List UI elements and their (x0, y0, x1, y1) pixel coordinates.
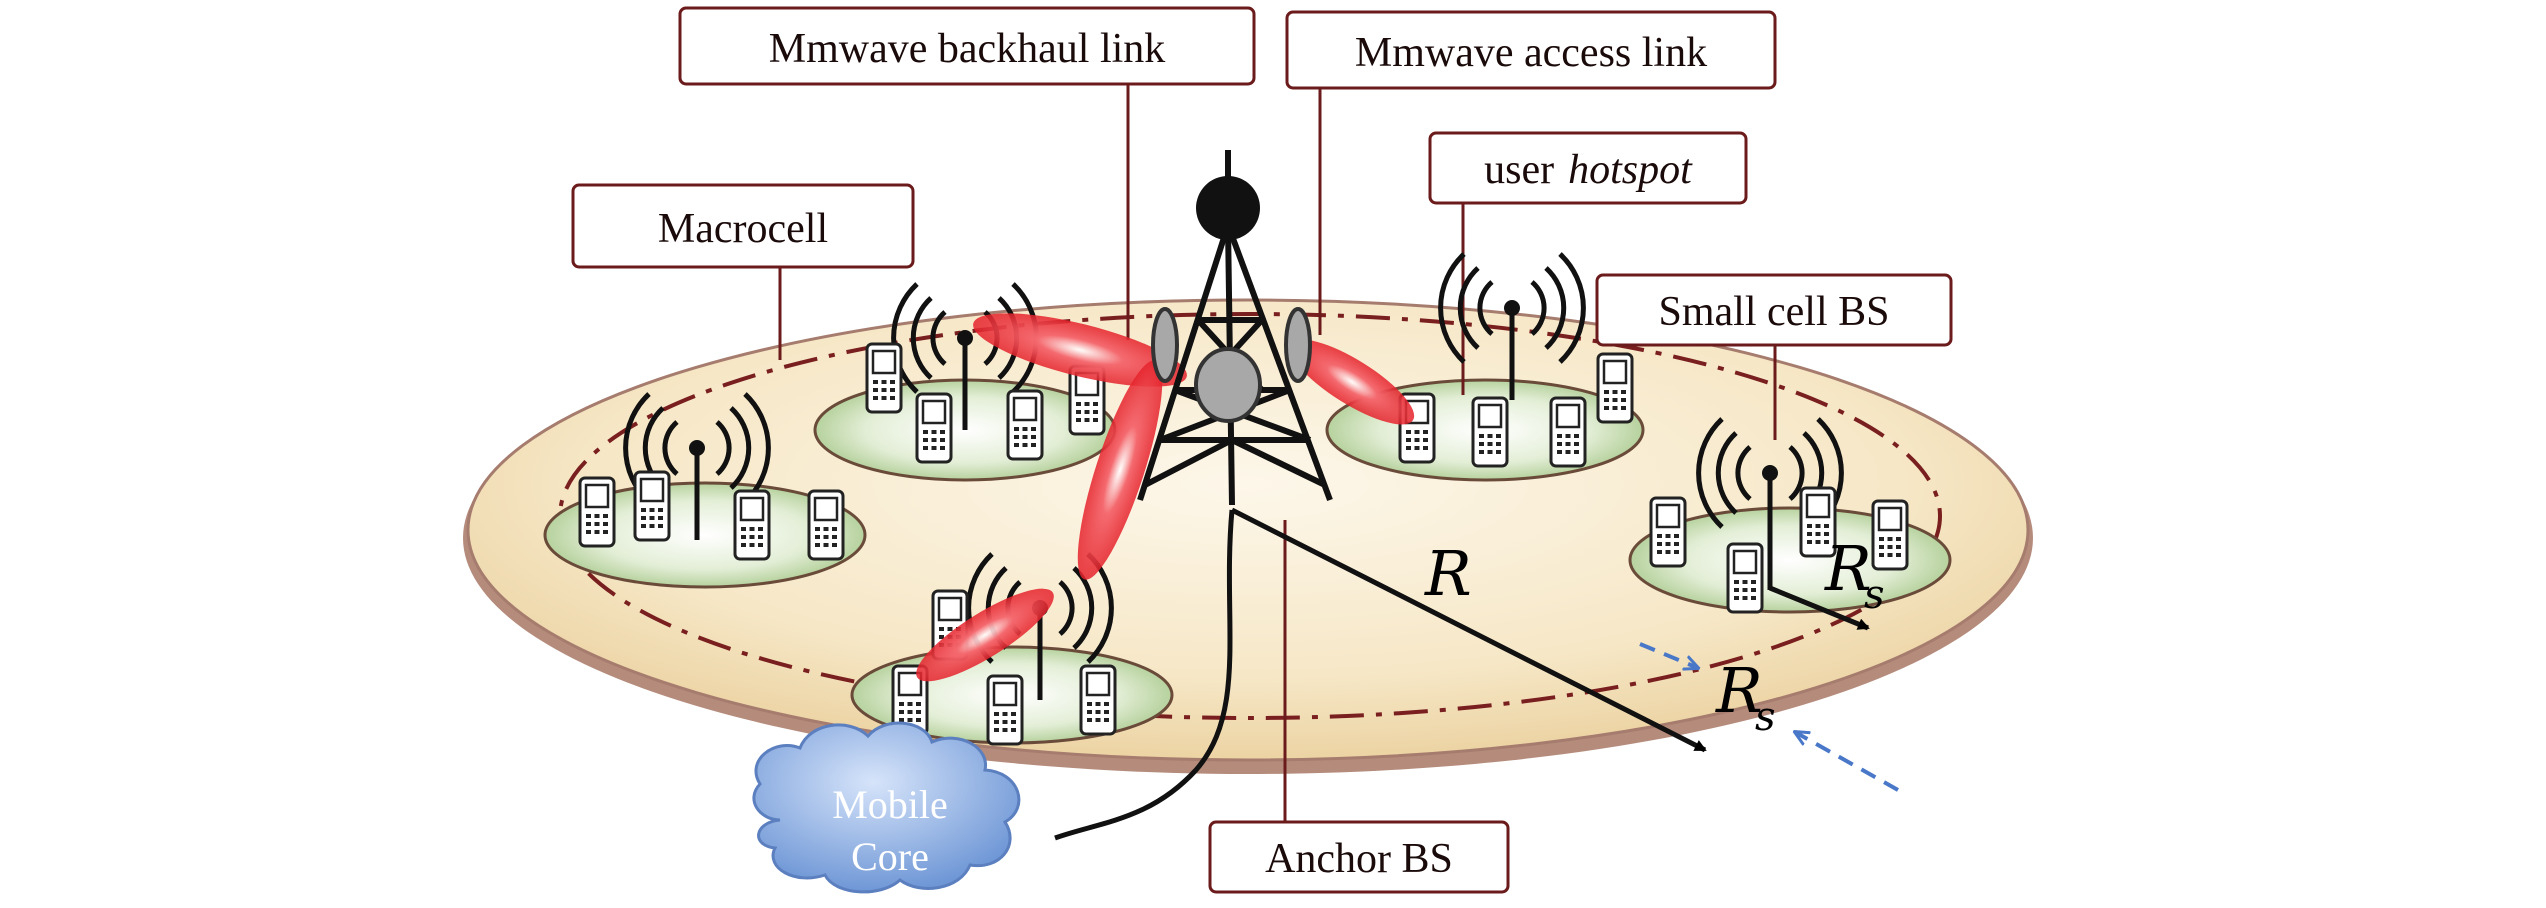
small-radius-label-upper: R s (1824, 532, 1885, 618)
tower-top-icon (1196, 176, 1260, 240)
phone-icon (1079, 664, 1117, 736)
beam-backhaul-lower (916, 588, 1054, 682)
dash-dot-ring (558, 312, 1942, 720)
phone-icon (633, 470, 671, 542)
radius-arrow (1230, 507, 1707, 753)
phone-icon (1006, 389, 1044, 461)
svg-text:R: R (1824, 532, 1872, 605)
tower-dish-right-icon (1284, 307, 1312, 383)
beam-backhaul-top (973, 313, 1187, 387)
hotspot-left (543, 481, 867, 589)
label-smallcell: Small cell BS (1595, 273, 1953, 347)
beam-backhaul-bottom (1077, 360, 1163, 580)
phone-icon (578, 476, 616, 548)
hotspot-right (1628, 506, 1952, 614)
beam-access (1289, 339, 1415, 425)
label-backhaul: Mmwave backhaul link (678, 6, 1256, 86)
small-radius-label-lower: R s (1715, 654, 1776, 740)
tower-dish-left-icon (1151, 307, 1179, 383)
core-link (1054, 509, 1235, 841)
small-radius-arrow (1769, 585, 1870, 631)
svg-text:s: s (1864, 572, 1885, 618)
phone-icon (1549, 396, 1587, 468)
svg-text:s: s (1755, 694, 1776, 740)
label-hotspot: user hotspot (1428, 131, 1748, 205)
phone-icon (1871, 499, 1909, 571)
rs-arrow-left (1639, 642, 1698, 668)
label-anchor-text: Anchor BS (1265, 836, 1453, 882)
tower-dish-icon (1194, 347, 1262, 423)
cloud-label-line2: Core (851, 834, 929, 879)
label-access-text: Mmwave access link (1355, 30, 1707, 76)
svg-text:R: R (1715, 654, 1763, 727)
label-anchor: Anchor BS (1208, 820, 1510, 894)
label-backhaul-text: Mmwave backhaul link (769, 26, 1166, 72)
cloud-icon: Mobile Core (752, 721, 1021, 894)
phone-icon (986, 674, 1024, 746)
phone-icon (915, 392, 953, 464)
phone-icon (1471, 396, 1509, 468)
label-smallcell-text: Small cell BS (1659, 289, 1890, 335)
phone-icon (1649, 496, 1687, 568)
rs-arrow-right (1795, 732, 1899, 792)
phone-icon (865, 342, 903, 414)
phone-icon (733, 489, 771, 561)
cloud-label-line1: Mobile (832, 782, 948, 827)
label-macrocell: Macrocell (571, 183, 915, 269)
radius-label: R (1424, 537, 1472, 610)
label-macrocell-text: Macrocell (658, 206, 828, 252)
label-hotspot-text: user hotspot (1484, 147, 1693, 193)
phone-icon (1596, 352, 1634, 424)
mmwave-beams (916, 313, 1415, 682)
phone-icon (1726, 542, 1764, 614)
phone-icon (807, 489, 845, 561)
label-access: Mmwave access link (1285, 10, 1777, 90)
